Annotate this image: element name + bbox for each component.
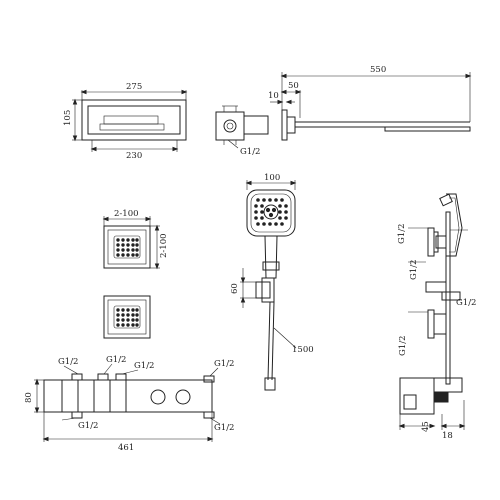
dim-head-inner-width: 230 <box>126 151 142 161</box>
hand-shower <box>245 180 297 279</box>
dim-panel-width: 461 <box>118 443 134 453</box>
shower-holder <box>240 268 275 308</box>
shower-hose <box>264 301 297 391</box>
dim-arm-offset-50: 50 <box>288 81 299 91</box>
rain-head-front-view <box>72 89 188 152</box>
body-jet-front-view <box>102 216 160 270</box>
shower-arm-side-view <box>270 72 472 141</box>
valve-panel-side-view <box>398 193 468 430</box>
dim-side-thread-2: G1/2 <box>409 260 419 280</box>
valve-panel-front-view <box>34 363 221 442</box>
dim-valve-thread: G1/2 <box>240 147 260 157</box>
dim-hose-length: 1500 <box>292 345 314 355</box>
dim-head-height: 105 <box>63 110 73 126</box>
dim-panel-thread-2: G1/2 <box>106 355 126 365</box>
dim-arm-length: 550 <box>370 65 386 75</box>
dim-panel-thread-3: G1/2 <box>134 361 154 371</box>
dim-hand-shower-width: 100 <box>264 173 280 183</box>
dim-side-thread-1: G1/2 <box>397 224 407 244</box>
body-jet-second <box>103 295 151 339</box>
dim-arm-offset-10: 10 <box>268 91 279 101</box>
wall-valve-box <box>215 105 269 149</box>
dim-body-jet-height: 2-100 <box>159 233 169 258</box>
dim-panel-height: 80 <box>24 392 34 403</box>
dim-panel-thread-6: G1/2 <box>214 423 234 433</box>
dim-side-diameter: 45 <box>421 421 431 432</box>
dim-panel-thread-4: G1/2 <box>214 359 234 369</box>
dim-side-thread-4: G1/2 <box>398 336 408 356</box>
dim-head-width: 275 <box>126 82 142 92</box>
dim-side-thread-3: G1/2 <box>456 298 476 308</box>
dim-panel-thread-1: G1/2 <box>58 357 78 367</box>
dim-side-depth: 18 <box>442 431 453 441</box>
dim-panel-thread-5: G1/2 <box>78 421 98 431</box>
dim-body-jet-width: 2-100 <box>114 209 139 219</box>
dim-holder-size: 60 <box>230 283 240 294</box>
